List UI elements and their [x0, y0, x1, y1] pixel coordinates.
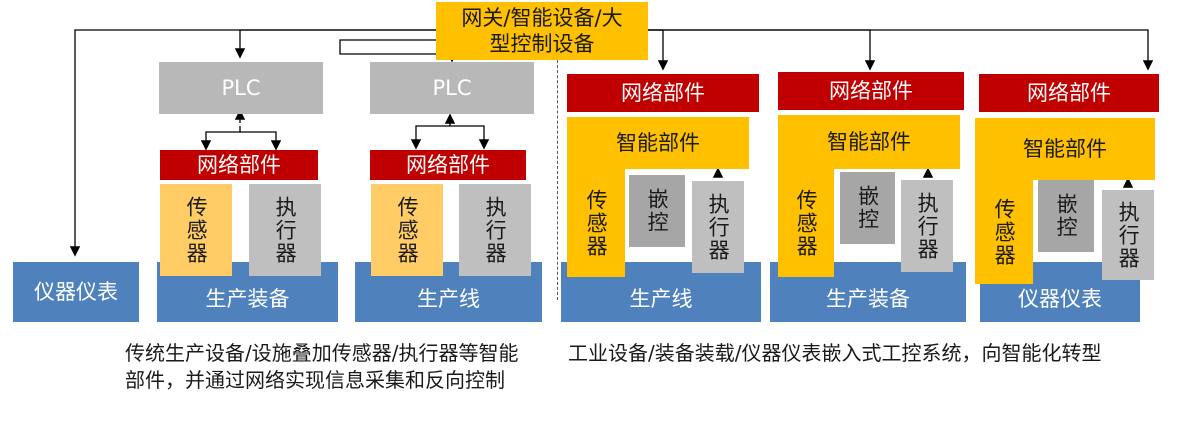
sensor-box-r1: 传感器 — [567, 169, 625, 277]
embedded-box-r3: 嵌控 — [1038, 180, 1094, 252]
line-gateway-to-plc1 — [234, 29, 436, 59]
sensor-box-r3: 传感器 — [975, 180, 1033, 284]
actuator-box-r3: 执行器 — [1102, 190, 1154, 280]
plc-box-2: PLC — [370, 62, 534, 114]
line-gateway-to-right1 — [648, 29, 669, 71]
line-gateway-to-right2 — [648, 29, 876, 71]
actuator-box-1: 执行器 — [249, 184, 321, 276]
divider — [557, 50, 558, 300]
gateway-label-2: 型控制设备 — [489, 32, 595, 56]
actuator-box-r2: 执行器 — [901, 180, 953, 272]
actuator-box-2: 执行器 — [459, 184, 531, 276]
actuator-box-r1: 执行器 — [692, 181, 744, 273]
sensor-box-2: 传感器 — [371, 184, 443, 276]
instrument-box: 仪器仪表 — [13, 262, 139, 322]
line-gateway-to-right3 — [648, 29, 1154, 71]
plc-box-1: PLC — [159, 62, 323, 114]
network-box-2: 网络部件 — [370, 150, 526, 180]
sensor-box-r2: 传感器 — [778, 169, 834, 277]
embedded-box-r2: 嵌控 — [840, 172, 895, 244]
network-box-r3: 网络部件 — [979, 74, 1159, 112]
network-box-r2: 网络部件 — [778, 72, 964, 110]
smart-part-box-r1: 智能部件 — [567, 117, 749, 169]
production-equipment-box: 生产装备 — [157, 262, 338, 322]
right-caption: 工业设备/装备装载/仪器仪表嵌入式工控系统，向智能化转型 — [568, 341, 1102, 365]
left-caption: 传统生产设备/设施叠加传感器/执行器等智能部件，并通过网络实现信息采集和反向控制 — [125, 341, 519, 392]
sensor-box-1: 传感器 — [160, 184, 232, 276]
network-box-1: 网络部件 — [160, 150, 318, 180]
gateway-box: 网关/智能设备/大 型控制设备 — [436, 2, 648, 60]
smart-part-box-r3: 智能部件 — [975, 118, 1155, 180]
smart-part-box-r2: 智能部件 — [778, 115, 960, 169]
network-box-r1: 网络部件 — [567, 74, 759, 112]
embedded-box-r1: 嵌控 — [629, 175, 685, 247]
gateway-label-1: 网关/智能设备/大 — [461, 5, 623, 30]
